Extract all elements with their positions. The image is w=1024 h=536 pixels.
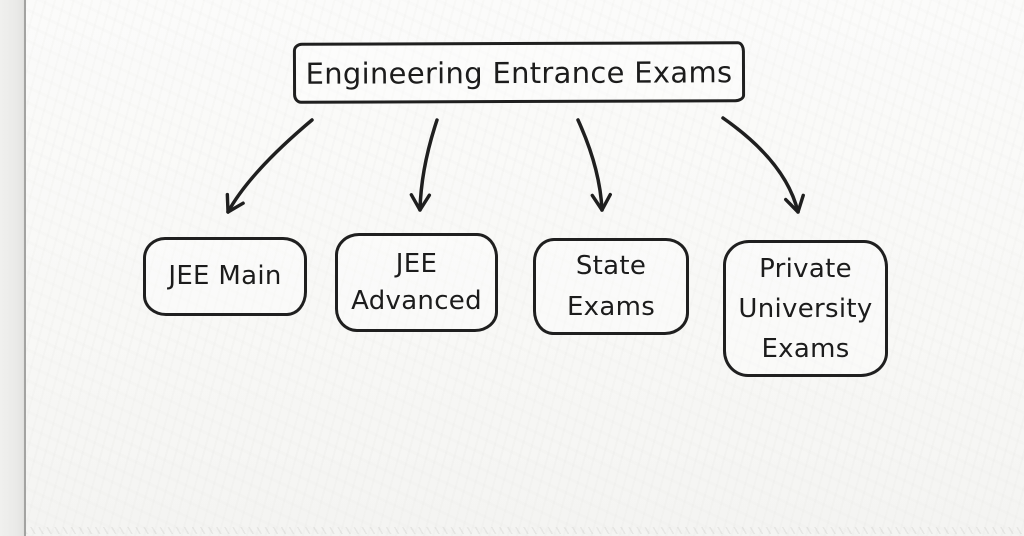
node-jee-main: JEE Main — [143, 237, 307, 316]
node-state-exams: State Exams — [533, 238, 689, 335]
node-private-university-exams: Private University Exams — [723, 240, 888, 377]
node-label-line: Exams — [761, 333, 850, 364]
node-label-line: Exams — [566, 291, 656, 322]
node-root: Engineering Entrance Exams — [292, 41, 746, 104]
node-jee-advanced: JEE Advanced — [335, 233, 498, 332]
node-label-line: University — [738, 293, 873, 324]
node-label-line: State — [575, 250, 647, 281]
page-left-margin — [0, 0, 24, 536]
node-label-line: Advanced — [351, 285, 482, 316]
paper-edge-line — [24, 0, 26, 536]
node-label-line: JEE Main — [168, 261, 282, 291]
paper-deckle-edge — [26, 527, 1024, 534]
node-label-line: Private — [759, 253, 852, 284]
node-root-label: Engineering Entrance Exams — [305, 54, 733, 91]
node-label-line: JEE — [395, 248, 438, 279]
paper-sheet — [26, 0, 1024, 536]
